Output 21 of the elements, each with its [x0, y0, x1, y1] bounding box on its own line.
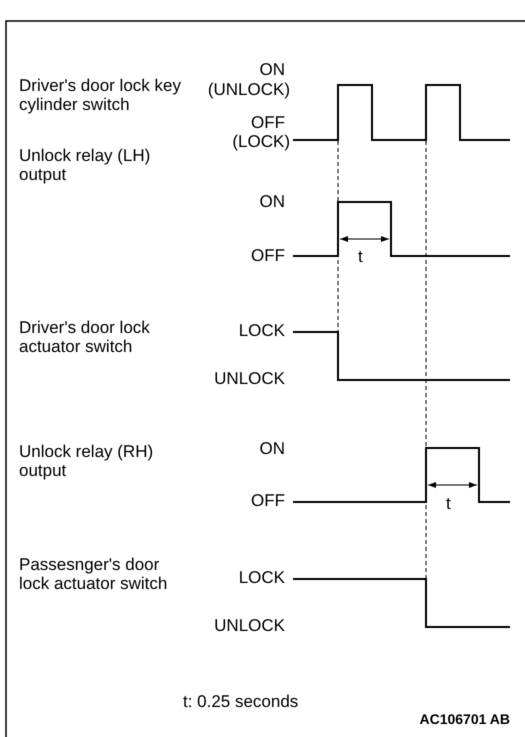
state-label: (LOCK) [232, 132, 290, 151]
signal-name: Driver's door lock actuator switch [19, 318, 151, 356]
time-label: t [446, 494, 451, 513]
time-label: t [358, 247, 363, 266]
state-label: OFF [251, 113, 285, 132]
state-label: UNLOCK [214, 616, 285, 635]
signal-name: Unlock relay (LH) output [19, 146, 152, 184]
state-label: UNLOCK [214, 369, 285, 388]
signal-name: Driver's door lock key cylinder switch [19, 76, 182, 114]
state-label: OFF [251, 491, 285, 510]
state-label: OFF [251, 246, 285, 265]
state-label: ON [260, 439, 285, 458]
state-label: ON [260, 60, 285, 79]
state-label: LOCK [238, 321, 285, 340]
signal-name: Passesnger's door lock actuator switch [19, 555, 168, 593]
figure-code: AC106701 AB [419, 710, 510, 729]
note-text: t: 0.25 seconds [183, 692, 298, 711]
state-label: (UNLOCK) [208, 80, 290, 99]
state-label: ON [260, 192, 285, 211]
signal-name: Unlock relay (RH) output [19, 442, 154, 480]
state-label: LOCK [238, 568, 285, 587]
